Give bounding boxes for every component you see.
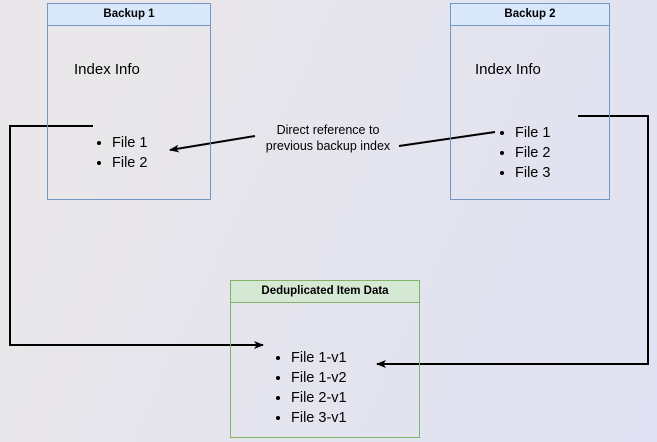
node-deduplicated-item-data-body: File 1-v1 File 1-v2 File 2-v1 File 3-v1 xyxy=(231,303,419,437)
list-item: File 2 xyxy=(112,153,147,173)
node-backup-2-header: Backup 2 xyxy=(451,4,609,26)
edge-label-line-2: previous backup index xyxy=(265,139,391,153)
backup-2-index-info-label: Index Info xyxy=(475,61,541,78)
node-backup-1[interactable]: Backup 1 Index Info File 1 File 2 xyxy=(47,3,211,200)
list-item: File 2-v1 xyxy=(291,388,347,408)
list-item: File 1-v1 xyxy=(291,348,347,368)
list-item: File 3 xyxy=(515,163,550,183)
list-item: File 1 xyxy=(112,133,147,153)
node-backup-2[interactable]: Backup 2 Index Info File 1 File 2 File 3 xyxy=(450,3,610,200)
list-item: File 2 xyxy=(515,143,550,163)
node-deduplicated-item-data[interactable]: Deduplicated Item Data File 1-v1 File 1-… xyxy=(230,280,420,438)
backup-1-index-info-label: Index Info xyxy=(74,61,140,78)
node-backup-2-body: Index Info File 1 File 2 File 3 xyxy=(451,26,609,199)
node-backup-1-header: Backup 1 xyxy=(48,4,210,26)
edge-label-direct-reference: Direct reference to previous backup inde… xyxy=(248,122,408,154)
backup-1-file-list: File 1 File 2 xyxy=(96,133,147,173)
deduplicated-file-list: File 1-v1 File 1-v2 File 2-v1 File 3-v1 xyxy=(275,348,347,428)
node-backup-1-body: Index Info File 1 File 2 xyxy=(48,26,210,199)
list-item: File 1-v2 xyxy=(291,368,347,388)
edge-label-line-1: Direct reference to xyxy=(276,123,380,137)
list-item: File 3-v1 xyxy=(291,408,347,428)
node-deduplicated-item-data-header: Deduplicated Item Data xyxy=(231,281,419,303)
list-item: File 1 xyxy=(515,123,550,143)
backup-2-file-list: File 1 File 2 File 3 xyxy=(499,123,550,183)
